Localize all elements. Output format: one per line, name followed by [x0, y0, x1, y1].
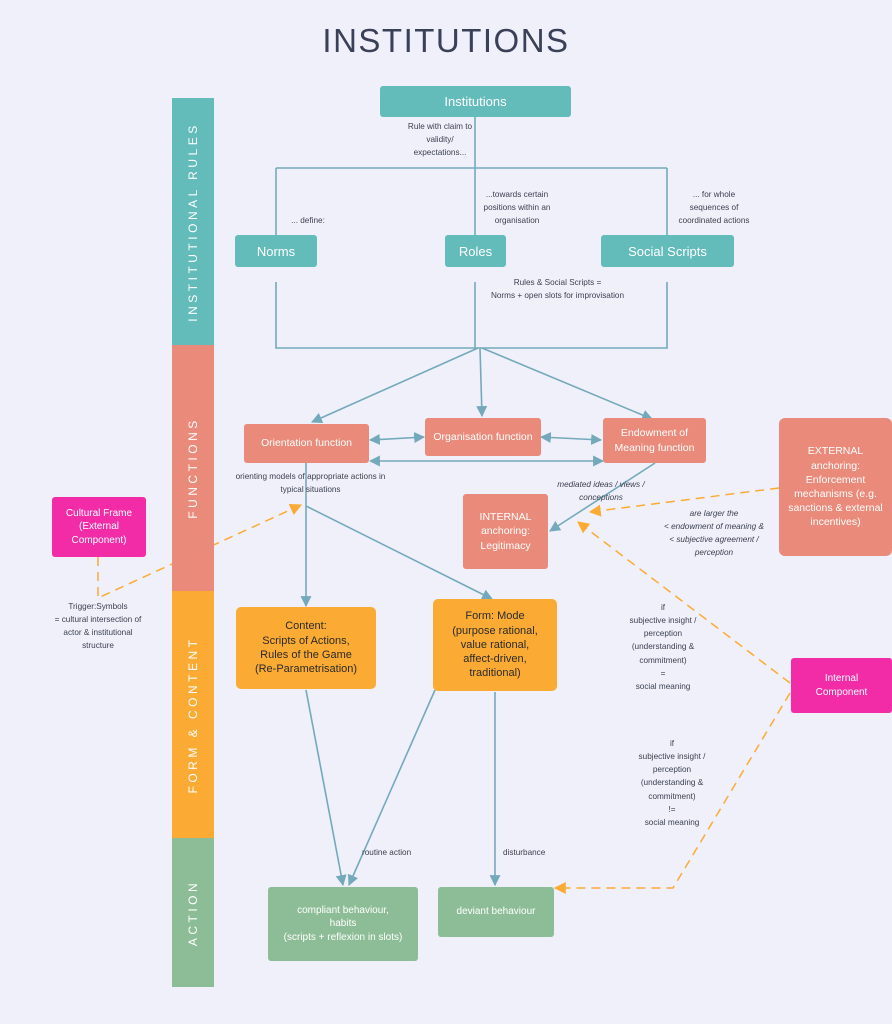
- node-organisation-function: Organisation function: [425, 418, 541, 456]
- label-whole-sequences: ... for whole sequences of coordinated a…: [678, 190, 750, 226]
- label-rules-scripts: Rules & Social Scripts = Norms + open sl…: [490, 278, 625, 301]
- label-routine-action: routine action: [362, 848, 412, 857]
- label-towards-positions: ...towards certain positions within an o…: [483, 190, 551, 226]
- band-functions: FUNCTIONS: [172, 345, 214, 591]
- connector-merge-frame: [275, 282, 668, 349]
- label-orienting-models: orienting models of appropriate actions …: [235, 472, 386, 495]
- arrow-to-orientation: [310, 347, 479, 423]
- node-orientation-function: Orientation function: [244, 424, 369, 463]
- dashed-external-internal: [588, 487, 780, 517]
- label-mediated-ideas: mediated ideas / views / conceptions: [557, 480, 645, 503]
- node-norms: Norms: [235, 235, 317, 267]
- arrow-endowment-internal: [549, 462, 656, 532]
- arrow-form-compliant: [347, 689, 436, 887]
- node-content: Content: Scripts of Actions, Rules of th…: [236, 607, 376, 689]
- band-action-label: ACTION: [186, 879, 200, 946]
- arrow-to-endowment: [481, 347, 654, 421]
- node-deviant-behaviour: deviant behaviour: [438, 887, 554, 937]
- node-form: Form: Mode (purpose rational, value rati…: [433, 599, 557, 691]
- node-internal-component: Internal Component: [791, 658, 892, 713]
- band-form-content-label: FORM & CONTENT: [186, 636, 200, 793]
- label-disturbance: disturbance: [503, 848, 546, 857]
- node-compliant-behaviour: compliant behaviour, habits (scripts + r…: [268, 887, 418, 961]
- band-functions-label: FUNCTIONS: [186, 417, 200, 519]
- dashed-component-deviant: [553, 692, 791, 894]
- node-social-scripts: Social Scripts: [601, 235, 734, 267]
- label-if-not-equal: if subjective insight / perception (unde…: [638, 739, 706, 827]
- label-if-equal: if subjective insight / perception (unde…: [629, 603, 697, 691]
- band-action: ACTION: [172, 838, 214, 987]
- band-form-content: FORM & CONTENT: [172, 591, 214, 838]
- label-trigger-symbols: Trigger:Symbols = cultural intersection …: [54, 602, 142, 651]
- arrow-orientation-organisation: [368, 432, 426, 445]
- node-institutions: Institutions: [380, 86, 571, 117]
- band-institutional-rules: INSTITUTIONAL RULES: [172, 98, 214, 345]
- arrow-organisation-endowment: [539, 432, 603, 445]
- node-endowment-function: Endowment of Meaning function: [603, 418, 706, 463]
- label-rule-claim: Rule with claim to validity/ expectation…: [407, 122, 473, 158]
- arrow-to-form: [305, 505, 493, 600]
- label-are-larger: are larger the < endowment of meaning & …: [664, 509, 764, 558]
- node-roles: Roles: [445, 235, 506, 267]
- node-external-anchoring: EXTERNAL anchoring: Enforcement mechanis…: [779, 418, 892, 556]
- node-internal-anchoring: INTERNAL anchoring: Legitimacy: [463, 494, 548, 569]
- band-institutional-rules-label: INSTITUTIONAL RULES: [186, 121, 200, 322]
- label-define: ... define:: [291, 216, 325, 225]
- diagram-title: INSTITUTIONS: [322, 22, 570, 59]
- node-cultural-frame: Cultural Frame (External Component): [52, 497, 146, 557]
- arrow-to-organisation: [476, 347, 488, 418]
- arrow-content-compliant: [305, 689, 347, 887]
